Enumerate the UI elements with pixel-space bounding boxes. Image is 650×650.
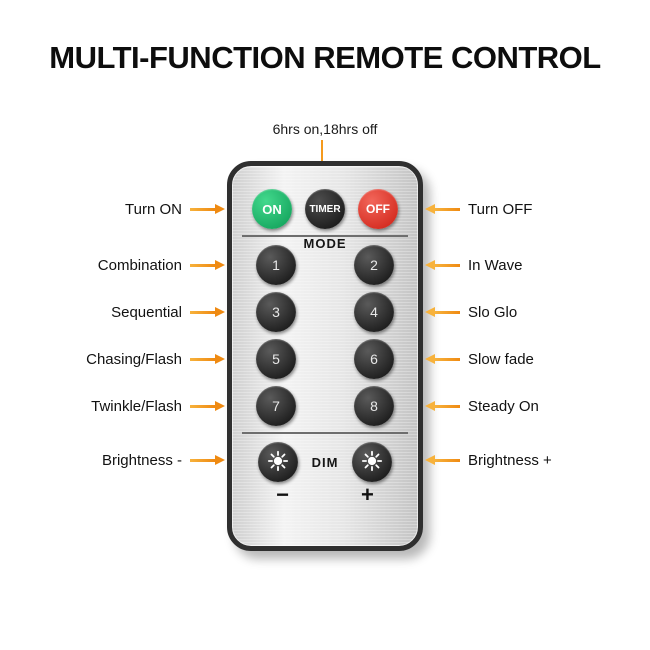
callout-sequential: Sequential xyxy=(55,302,225,322)
mode-button-4[interactable]: 4 xyxy=(354,292,394,332)
callout-brightness-down: Brightness - xyxy=(55,450,225,470)
callout-slo-glo: Slo Glo xyxy=(425,302,615,322)
dim-section-label: DIM xyxy=(311,454,339,470)
arrow-right-icon xyxy=(190,455,225,465)
mode-button-1[interactable]: 1 xyxy=(256,245,296,285)
divider xyxy=(242,235,408,237)
sun-icon xyxy=(361,450,383,475)
timer-callout-line xyxy=(321,140,323,162)
mode-button-3[interactable]: 3 xyxy=(256,292,296,332)
arrow-right-icon xyxy=(190,204,225,214)
callout-label: Twinkle/Flash xyxy=(91,397,182,415)
brightness-up-button[interactable] xyxy=(352,442,393,482)
arrow-left-icon xyxy=(425,307,460,317)
mode-button-8[interactable]: 8 xyxy=(354,386,394,426)
callout-label: Turn ON xyxy=(125,200,182,218)
callout-in-wave: In Wave xyxy=(425,255,615,275)
callout-label: Sequential xyxy=(111,303,182,321)
callout-brightness-up: Brightness + xyxy=(425,450,615,470)
on-button[interactable]: ON xyxy=(252,189,292,229)
mode-button-7[interactable]: 7 xyxy=(256,386,296,426)
arrow-right-icon xyxy=(190,401,225,411)
brightness-down-button[interactable] xyxy=(257,442,298,482)
mode-button-2[interactable]: 2 xyxy=(354,245,394,285)
arrow-left-icon xyxy=(425,455,460,465)
timer-button[interactable]: TIMER xyxy=(305,189,345,229)
arrow-right-icon xyxy=(190,260,225,270)
power-button-row: ON TIMER OFF xyxy=(232,189,418,229)
mode-button-6[interactable]: 6 xyxy=(354,339,394,379)
arrow-right-icon xyxy=(190,307,225,317)
timer-note-label: 6hrs on,18hrs off xyxy=(272,121,378,137)
callout-label: Combination xyxy=(97,256,182,274)
mode-section-label: MODE xyxy=(303,236,347,251)
plus-sign: + xyxy=(361,482,374,507)
arrow-right-icon xyxy=(190,354,225,364)
remote-control: ON TIMER OFF MODE 1 2 3 4 5 6 7 8 xyxy=(227,161,423,551)
arrow-left-icon xyxy=(425,204,460,214)
callout-label: Brightness + xyxy=(468,451,552,469)
callout-label: Steady On xyxy=(468,397,539,415)
callout-combination: Combination xyxy=(55,255,225,275)
callout-label: In Wave xyxy=(468,256,523,274)
callout-chasing-flash: Chasing/Flash xyxy=(55,349,225,369)
callout-label: Brightness - xyxy=(101,451,182,469)
page-title: MULTI-FUNCTION REMOTE CONTROL xyxy=(49,40,601,75)
callout-label: Slo Glo xyxy=(468,303,518,321)
off-button[interactable]: OFF xyxy=(358,189,398,229)
dim-button-row: DIM xyxy=(232,442,418,482)
callout-label: Slow fade xyxy=(468,350,534,368)
minus-sign: − xyxy=(276,482,289,507)
callout-slow-fade: Slow fade xyxy=(425,349,615,369)
arrow-left-icon xyxy=(425,401,460,411)
divider xyxy=(242,432,408,434)
mode-button-grid: 1 2 3 4 5 6 7 8 xyxy=(232,245,418,426)
arrow-left-icon xyxy=(425,354,460,364)
dim-sign-row: − + xyxy=(232,482,418,507)
callout-steady-on: Steady On xyxy=(425,396,615,416)
mode-button-5[interactable]: 5 xyxy=(256,339,296,379)
callout-turn-off: Turn OFF xyxy=(425,199,615,219)
callout-twinkle-flash: Twinkle/Flash xyxy=(55,396,225,416)
callout-label: Turn OFF xyxy=(468,200,533,218)
arrow-left-icon xyxy=(425,260,460,270)
sun-icon xyxy=(267,450,289,475)
callout-turn-on: Turn ON xyxy=(55,199,225,219)
callout-label: Chasing/Flash xyxy=(86,350,182,368)
